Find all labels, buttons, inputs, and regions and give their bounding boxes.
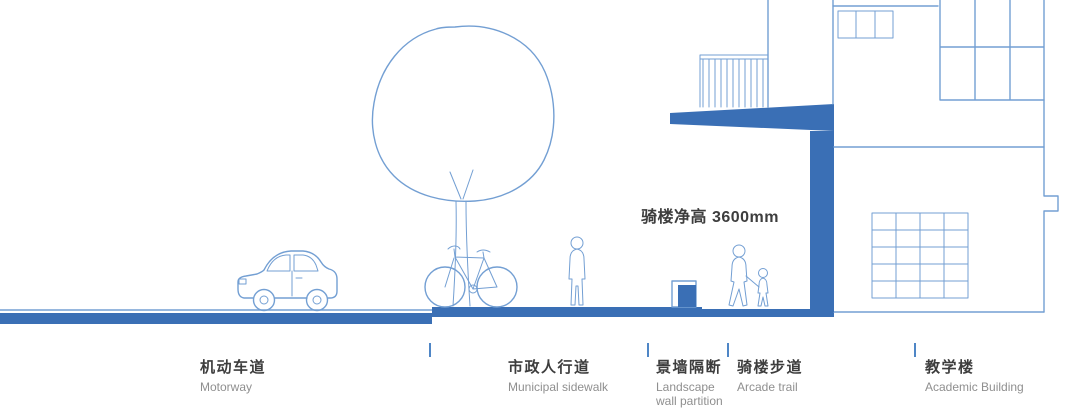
car-windows: [238, 254, 319, 297]
zone-label-zh: 景墙隔断: [656, 359, 723, 376]
child-body: [757, 277, 769, 307]
arcade-canopy: [670, 104, 834, 312]
zone-label-en: Municipal sidewalk: [508, 380, 609, 394]
railing-balusters: [699, 54, 769, 108]
zone-ticks: [429, 343, 916, 357]
zone-label-en: Motorway: [200, 380, 253, 394]
pedestrian-head: [570, 236, 584, 250]
bicycle-drawing: [424, 245, 518, 308]
zone-label-zh: 市政人行道: [508, 359, 591, 376]
tree-canopy: [371, 25, 555, 203]
wall-fill: [678, 285, 696, 307]
tree-trunk: [449, 169, 474, 307]
zone-label-en: Arcade trail: [737, 380, 798, 394]
car-rear-wheel: [305, 288, 329, 312]
zone-label-zh: 骑楼步道: [737, 359, 804, 376]
small-window: [837, 10, 894, 39]
sidewalk-band: [432, 307, 702, 317]
arcade-floor-band: [702, 309, 834, 317]
pedestrian-body: [568, 248, 586, 306]
car-front-hub: [259, 295, 269, 305]
zone-label-landscape-wall: 景墙隔断 Landscape wall partition: [656, 356, 738, 409]
louver-panel: [871, 212, 969, 299]
car-front-wheel: [252, 288, 276, 312]
cut-wall-column: [810, 131, 834, 312]
landscape-wall: [671, 280, 697, 308]
corner-window-grid: [939, 0, 1045, 101]
clearance-annotation: 骑楼净高 3600mm: [641, 209, 779, 226]
adult-head: [732, 244, 746, 258]
car-drawing: [237, 250, 338, 312]
tick-marks: [429, 343, 916, 357]
building-facade: [767, 0, 1059, 313]
motorway-band: [0, 313, 432, 324]
pedestrian-figure: [568, 236, 586, 306]
bike-frame: [444, 245, 498, 290]
zone-label-zh: 教学楼: [925, 359, 975, 376]
holding-hands-line: [745, 275, 760, 288]
right-edge-and-sill: [1043, 99, 1059, 313]
bike-front-wheel: [424, 266, 466, 308]
zone-label-municipal-sidewalk: 市政人行道 Municipal sidewalk: [508, 356, 608, 394]
tree-drawing: [371, 25, 555, 307]
ground: [0, 307, 1045, 324]
child-head: [758, 268, 768, 278]
car-body: [237, 250, 338, 299]
adult-child-figures: [728, 244, 769, 307]
zone-label-en: Academic Building: [925, 380, 1024, 394]
canopy-slab: [670, 104, 834, 131]
zone-label-academic-building: 教学楼 Academic Building: [925, 356, 1024, 394]
zone-label-zh: 机动车道: [200, 359, 267, 376]
zone-label-en: Landscape wall partition: [656, 380, 723, 409]
zone-label-motorway: 机动车道 Motorway: [200, 356, 266, 394]
car-rear-hub: [312, 295, 322, 305]
zone-label-arcade-trail: 骑楼步道 Arcade trail: [737, 356, 803, 394]
balcony-railing: [699, 54, 769, 108]
adult-body: [728, 256, 748, 307]
